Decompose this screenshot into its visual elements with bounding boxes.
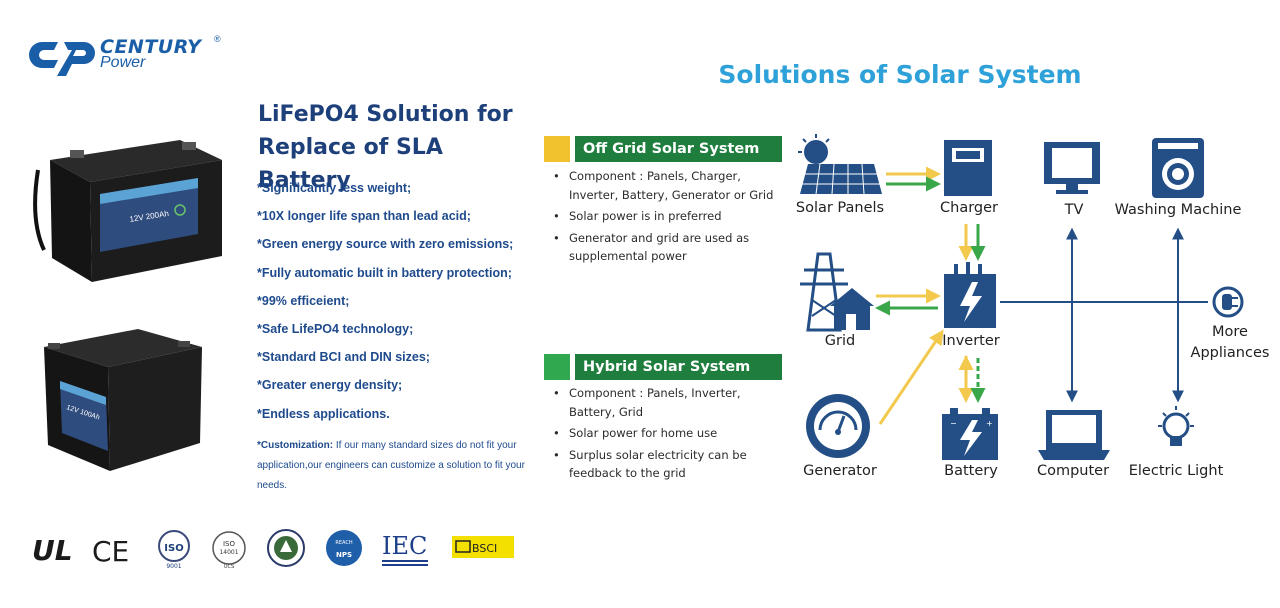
label-more-appliances: More Appliances (1188, 322, 1272, 364)
label-inverter: Inverter (942, 333, 1000, 349)
svg-text:NPS: NPS (336, 551, 352, 559)
svg-text:UCS: UCS (224, 564, 234, 570)
iso-9001-logo: ISO 9001 (156, 530, 192, 570)
headline-line-2: Replace of SLA Battery (258, 135, 443, 193)
solar-diagram: − + (798, 134, 1244, 460)
hybrid-bullet: Component : Panels, Inverter, Battery, G… (553, 384, 783, 421)
feature-item: *Endless applications. (257, 406, 390, 421)
iec-logo: IEC (380, 528, 430, 568)
hybrid-bullet: Solar power for home use (553, 424, 783, 443)
solar-panel-icon (798, 134, 882, 195)
brand-name: CENTURY (100, 36, 202, 58)
customization-note: *Customization: If our many standard siz… (257, 436, 527, 496)
bsci-logo: BSCI (452, 536, 514, 576)
headline-line-1: LiFePO4 Solution for (258, 102, 513, 127)
hybrid-heading-text: Hybrid Solar System (575, 354, 782, 380)
iec-mark-icon: IEC (382, 532, 428, 566)
feature-item: *Green energy source with zero emissions… (257, 237, 514, 252)
brand-logo: CENTURY ® Power (28, 34, 228, 76)
registered-mark: ® (214, 34, 221, 44)
cqc-seal-icon (267, 529, 305, 567)
label-battery: Battery (944, 463, 998, 479)
label-charger: Charger (940, 200, 998, 216)
reach-badge-icon: REACH NPS (326, 530, 362, 566)
grid-tower-icon (800, 252, 874, 332)
cqc-logo (266, 528, 306, 568)
offgrid-heading-text: Off Grid Solar System (575, 136, 782, 162)
iso-14001-logo: ISO 14001 UCS (210, 530, 248, 570)
hybrid-marker (544, 354, 570, 380)
offgrid-bullet: Generator and grid are used as supplemen… (553, 229, 783, 266)
feature-item: *Fully automatic built in battery protec… (257, 265, 512, 280)
hybrid-bullets: Component : Panels, Inverter, Battery, G… (553, 384, 783, 486)
label-generator: Generator (803, 463, 877, 479)
customization-label: *Customization: (257, 440, 334, 451)
washing-machine-icon (1152, 138, 1204, 198)
label-grid: Grid (824, 333, 856, 349)
svg-text:−: − (950, 419, 957, 428)
svg-text:IEC: IEC (382, 532, 427, 560)
reach-logo: REACH NPS (324, 528, 364, 568)
battery-image-200ah: 12V 200Ah (33, 140, 222, 282)
hybrid-bullet: Surplus solar electricity can be feedbac… (553, 446, 783, 483)
label-more: More (1212, 324, 1248, 340)
solar-title: Solutions of Solar System (718, 60, 1082, 89)
svg-text:9001: 9001 (166, 563, 181, 570)
light-bulb-icon (1158, 406, 1194, 446)
label-solar-panels: Solar Panels (795, 200, 885, 216)
label-electric-light: Electric Light (1128, 463, 1224, 479)
ul-logo: UL (30, 530, 78, 570)
svg-text:UL: UL (32, 534, 73, 567)
svg-text:14001: 14001 (219, 549, 238, 556)
iso-14001-badge-icon: ISO 14001 UCS (212, 531, 246, 570)
svg-text:BSCI: BSCI (472, 542, 497, 555)
offgrid-bullet: Component : Panels, Charger, Inverter, B… (553, 167, 783, 204)
iso-9001-badge-icon: ISO 9001 (158, 530, 190, 570)
hybrid-heading: Hybrid Solar System (544, 354, 782, 380)
feature-item: *Standard BCI and DIN sizes; (257, 350, 430, 365)
feature-item: *Greater energy density; (257, 378, 403, 393)
label-washing-machine: Washing Machine (1114, 202, 1242, 218)
battery-icon: − + (942, 408, 998, 460)
feature-item: *Safe LifePO4 technology; (257, 321, 414, 336)
offgrid-marker (544, 136, 570, 162)
offgrid-bullet: Solar power is in preferred (553, 207, 783, 226)
label-appliances: Appliances (1190, 345, 1270, 361)
svg-text:REACH: REACH (335, 540, 352, 546)
svg-text:CE: CE (92, 535, 129, 568)
label-tv: TV (1064, 202, 1084, 218)
offgrid-bullets: Component : Panels, Charger, Inverter, B… (553, 167, 783, 269)
cp-logo-mark-icon (29, 42, 95, 76)
plug-icon (1212, 286, 1244, 318)
feature-item: *Significantly less weight; (257, 181, 412, 195)
computer-icon (1038, 410, 1110, 460)
svg-text:+: + (986, 419, 993, 428)
brand-sub: Power (100, 54, 146, 71)
ce-mark-icon: CE (92, 535, 129, 568)
svg-text:ISO: ISO (223, 540, 236, 548)
feature-item: *10X longer life span than lead acid; (257, 209, 471, 224)
offgrid-heading: Off Grid Solar System (544, 136, 782, 162)
tv-icon (1044, 142, 1100, 194)
charger-icon (944, 140, 992, 196)
bsci-badge-icon: BSCI (452, 536, 514, 558)
customization-text: If our many standard sizes do not fit yo… (257, 440, 525, 491)
product-headline: LiFePO4 Solution for Replace of SLA Batt… (258, 98, 528, 197)
battery-image-100ah: 12V 100Ah (44, 329, 202, 471)
feature-item: *99% efficeient; (257, 293, 350, 308)
generator-gauge-icon (806, 394, 870, 458)
ce-logo: CE (92, 530, 136, 570)
svg-text:ISO: ISO (164, 543, 183, 554)
inverter-icon (944, 262, 996, 328)
feature-list: *Significantly less weight; *10X longer … (257, 180, 537, 434)
ul-mark-icon: UL (32, 534, 73, 567)
label-computer: Computer (1036, 463, 1110, 479)
